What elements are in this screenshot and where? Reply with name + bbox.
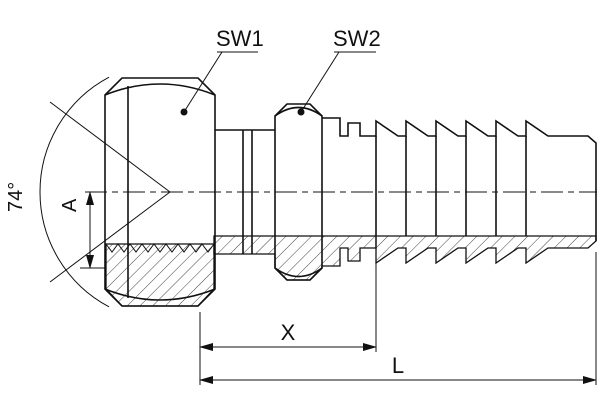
cone-angle-label: 74° [5,182,27,212]
dimension-a [80,191,106,269]
thread-profile-line [105,243,215,253]
nut-top-chamfer-arc [104,83,216,96]
sw2-label: SW2 [333,26,381,51]
sw2-leader [297,51,376,116]
sw1-label: SW1 [216,26,264,51]
dimension-x [199,252,377,385]
barb-section-hatch [375,235,597,265]
hex-sw2-top-chamfer-arc [274,106,323,117]
dim-x-label: X [281,320,296,345]
barb-rib-lines [375,136,527,236]
dim-a-label: A [59,198,81,212]
cone-lower-line [49,191,171,283]
nut-bottom-chamfer-arc [104,288,216,301]
dimension-l [199,252,597,385]
sw2-leader-line [300,51,340,113]
cone-upper-line [49,101,171,193]
barb-top-profile [322,117,597,241]
hex-sw2-bottom-chamfer-arc [274,267,323,278]
dim-l-label: L [392,353,404,378]
sw2-leader-dot [297,108,305,116]
cone-angle-arc [39,76,110,308]
drawing-root: SW1 SW2 74° A X L [5,26,597,385]
nut-section-hatch [105,243,215,307]
sw1-leader-line [183,51,223,113]
sw1-leader-dot [180,108,188,116]
sw1-leader [180,51,258,116]
body-section-hatch [213,235,377,281]
